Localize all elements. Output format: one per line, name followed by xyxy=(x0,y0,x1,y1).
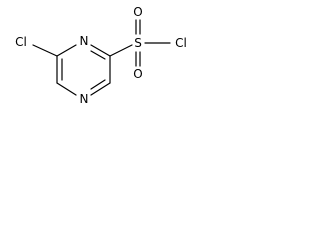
atom-o-bottom: O xyxy=(133,67,142,81)
bond-c6-cl xyxy=(32,44,58,57)
bond-c6-n1 xyxy=(56,44,77,57)
substituent-bonds xyxy=(32,19,171,67)
structure-diagram: Cl N N S O O Cl xyxy=(15,5,187,106)
bond-n4-c5 xyxy=(56,82,77,96)
bond-c2-s xyxy=(109,44,133,57)
ring-bonds xyxy=(56,44,111,96)
atom-sulfur: S xyxy=(134,36,142,50)
bond-c3-n4 xyxy=(90,82,111,96)
atom-n-top: N xyxy=(80,34,89,48)
atom-o-top: O xyxy=(133,5,142,19)
atom-cl-left: Cl xyxy=(15,35,27,49)
bond-n1-c2-inner xyxy=(90,50,106,60)
bond-n1-c2 xyxy=(90,44,111,57)
bond-c3-n4-inner xyxy=(90,79,106,90)
atom-n-bottom: N xyxy=(80,92,89,106)
atom-labels: Cl N N S O O Cl xyxy=(15,5,187,106)
atom-cl-right: Cl xyxy=(175,36,187,50)
